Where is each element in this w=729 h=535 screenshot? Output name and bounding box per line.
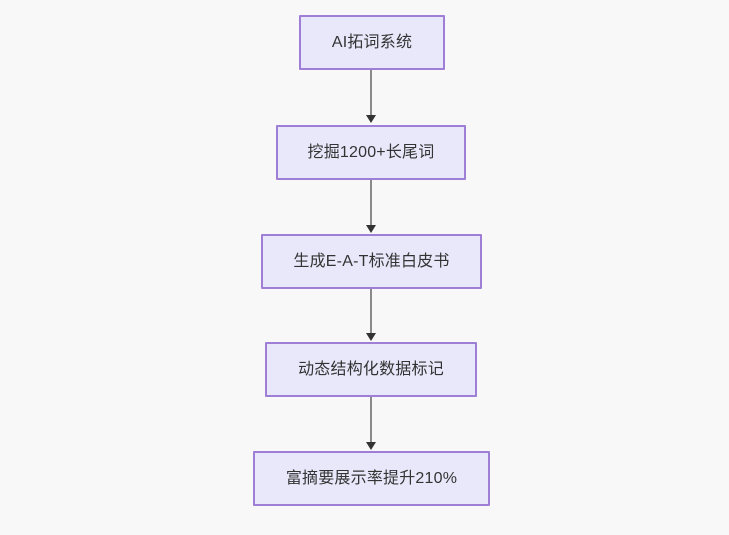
flowchart-node-label: 生成E-A-T标准白皮书 [293, 252, 450, 270]
flowchart-node-n4[interactable]: 动态结构化数据标记 [265, 342, 477, 397]
flowchart-node-label: 富摘要展示率提升210% [285, 469, 458, 487]
flowchart-arrowhead-n4-n5 [366, 442, 376, 450]
flowchart-edge-n1-n2 [370, 70, 372, 116]
flowchart-node-label: AI拓词系统 [331, 33, 413, 51]
flowchart-node-label: 挖掘1200+长尾词 [307, 143, 435, 161]
flowchart-node-label: 动态结构化数据标记 [298, 360, 444, 378]
flowchart-edge-n4-n5 [370, 397, 372, 443]
flowchart-arrowhead-n1-n2 [366, 115, 376, 123]
flowchart-arrowhead-n3-n4 [366, 333, 376, 341]
flowchart-edge-n3-n4 [370, 289, 372, 334]
flowchart-node-n3[interactable]: 生成E-A-T标准白皮书 [261, 234, 482, 289]
flowchart-edge-n2-n3 [370, 180, 372, 226]
flowchart-node-n5[interactable]: 富摘要展示率提升210% [253, 451, 490, 506]
flowchart-node-n1[interactable]: AI拓词系统 [299, 15, 445, 70]
flowchart-arrowhead-n2-n3 [366, 225, 376, 233]
flowchart-node-n2[interactable]: 挖掘1200+长尾词 [276, 125, 466, 180]
